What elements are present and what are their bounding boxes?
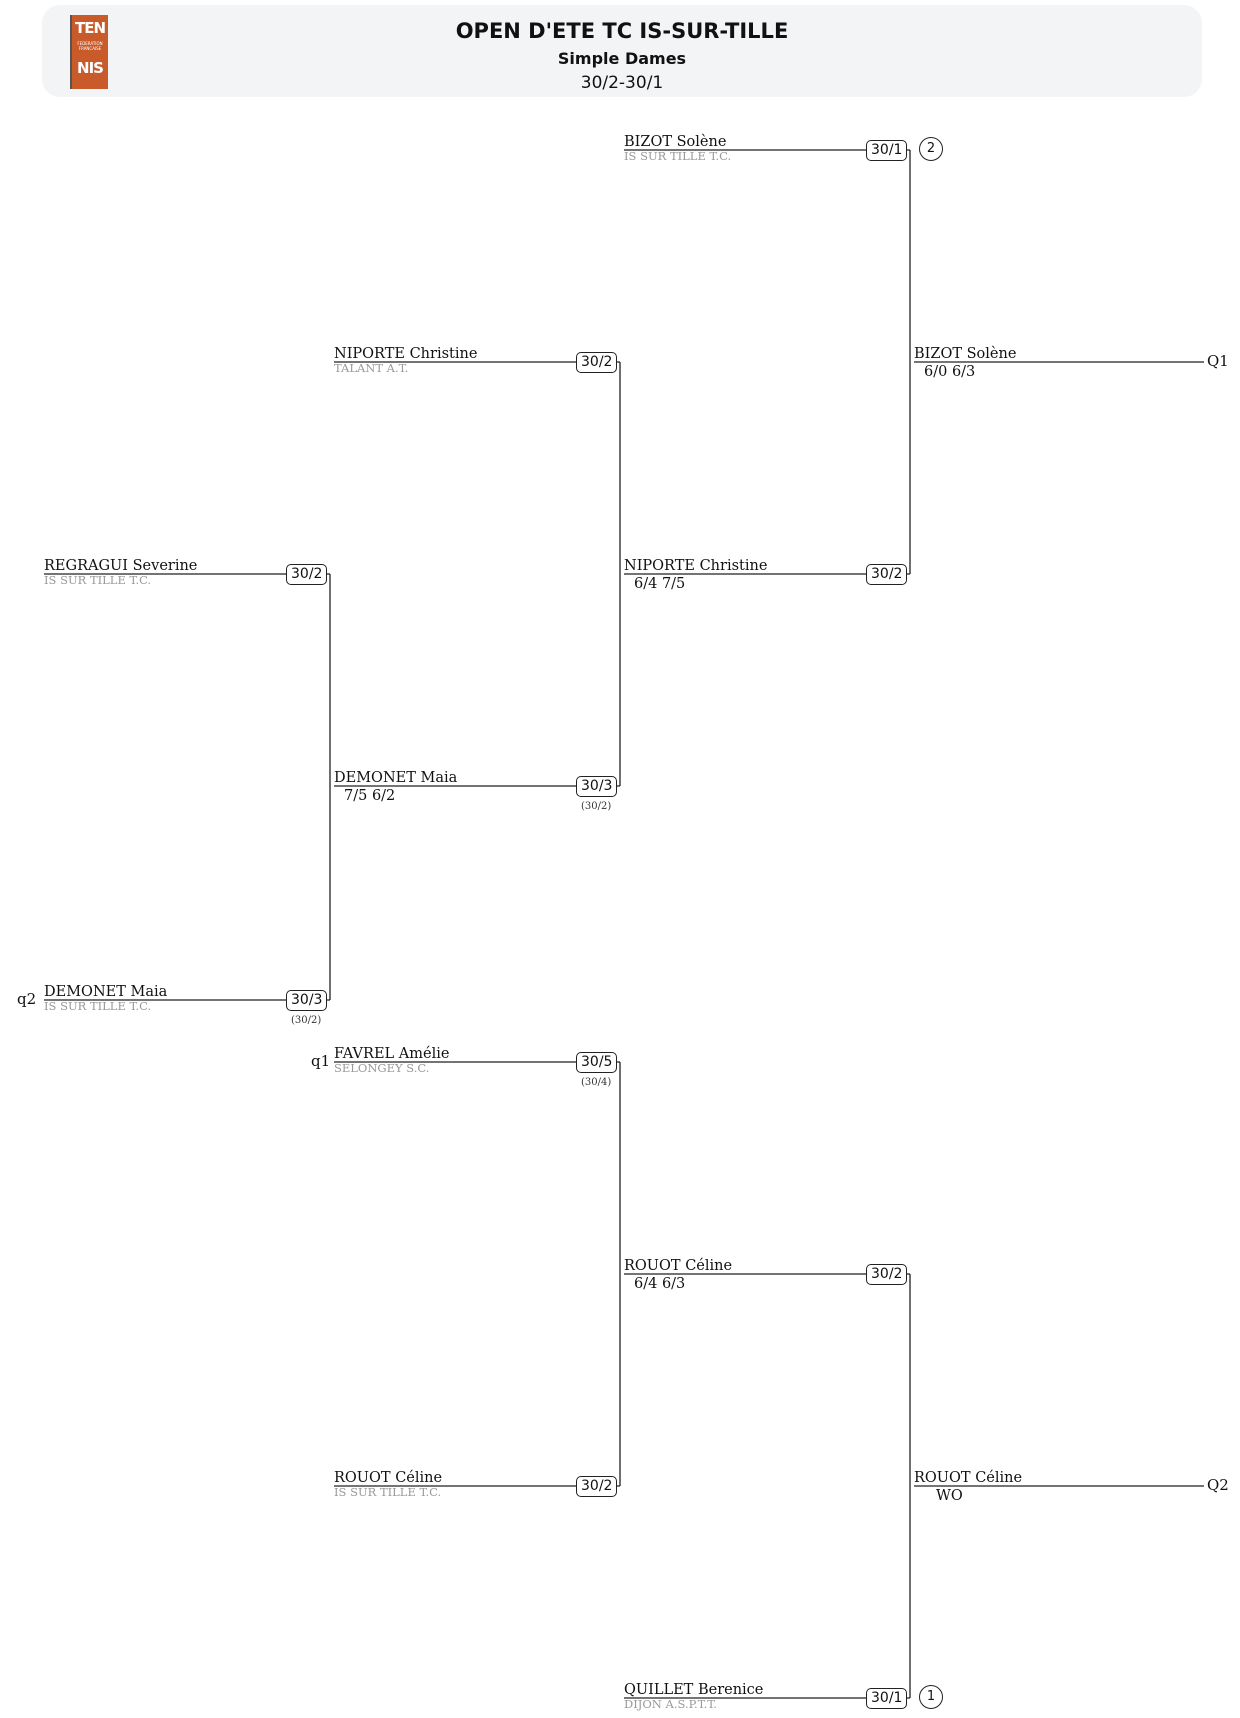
- player-rank: 30/1: [866, 140, 908, 161]
- player-club: IS SUR TILLE T.C.: [44, 573, 152, 587]
- previous-rank: (30/2): [581, 801, 612, 812]
- player-club: DIJON A.S.P.T.T.: [624, 1697, 717, 1711]
- seed-badge: 1: [919, 1685, 943, 1709]
- player-rank: 30/2: [286, 564, 328, 585]
- player-club: SELONGEY S.C.: [334, 1061, 430, 1075]
- player-name: REGRAGUI Severine: [44, 558, 198, 574]
- tennis-logo: TEN FEDERATION FRANCAISE NIS: [70, 15, 108, 89]
- winner-name: BIZOT Solène: [914, 346, 1017, 362]
- rank-range: 30/2-30/1: [580, 73, 664, 93]
- player-rank: 30/2: [576, 1476, 618, 1497]
- match-score: 7/5 6/2: [344, 788, 396, 804]
- player-rank: 30/2: [866, 564, 908, 585]
- player-name: ROUOT Céline: [334, 1470, 443, 1486]
- player-name: DEMONET Maia: [44, 984, 168, 1000]
- tournament-title: OPEN D'ETE TC IS-SUR-TILLE: [455, 19, 789, 43]
- match-score: 6/4 7/5: [634, 576, 686, 592]
- player-name: FAVREL Amélie: [334, 1046, 450, 1062]
- player-rank: 30/1: [866, 1688, 908, 1709]
- winner-name: DEMONET Maia: [334, 770, 458, 786]
- player-rank: 30/2: [576, 352, 618, 373]
- match-score: WO: [936, 1488, 963, 1504]
- winner-name: ROUOT Céline: [624, 1258, 733, 1274]
- player-club: IS SUR TILLE T.C.: [334, 1485, 442, 1499]
- player-club: IS SUR TILLE T.C.: [44, 999, 152, 1013]
- winner-name: ROUOT Céline: [914, 1470, 1023, 1486]
- player-club: IS SUR TILLE T.C.: [624, 149, 732, 163]
- qualifier-tag: Q1: [1207, 352, 1229, 370]
- player-club: TALANT A.T.: [334, 361, 409, 375]
- winner-name: NIPORTE Christine: [624, 558, 768, 574]
- qualifier-tag: q1: [311, 1052, 331, 1070]
- player-rank: 30/3: [576, 776, 618, 797]
- previous-rank: (30/2): [291, 1015, 322, 1026]
- player-name: BIZOT Solène: [624, 134, 727, 150]
- event-subtitle: Simple Dames: [557, 49, 687, 68]
- player-rank: 30/3: [286, 990, 328, 1011]
- qualifier-tag: q2: [17, 990, 37, 1008]
- match-score: 6/0 6/3: [924, 364, 976, 380]
- match-score: 6/4 6/3: [634, 1276, 686, 1292]
- player-name: QUILLET Berenice: [624, 1682, 764, 1698]
- player-rank: 30/2: [866, 1264, 908, 1285]
- header-banner: TEN FEDERATION FRANCAISE NIS OPEN D'ETE …: [42, 5, 1202, 97]
- seed-badge: 2: [919, 137, 943, 161]
- qualifier-tag: Q2: [1207, 1476, 1229, 1494]
- player-rank: 30/5: [576, 1052, 618, 1073]
- previous-rank: (30/4): [581, 1077, 612, 1088]
- player-name: NIPORTE Christine: [334, 346, 478, 362]
